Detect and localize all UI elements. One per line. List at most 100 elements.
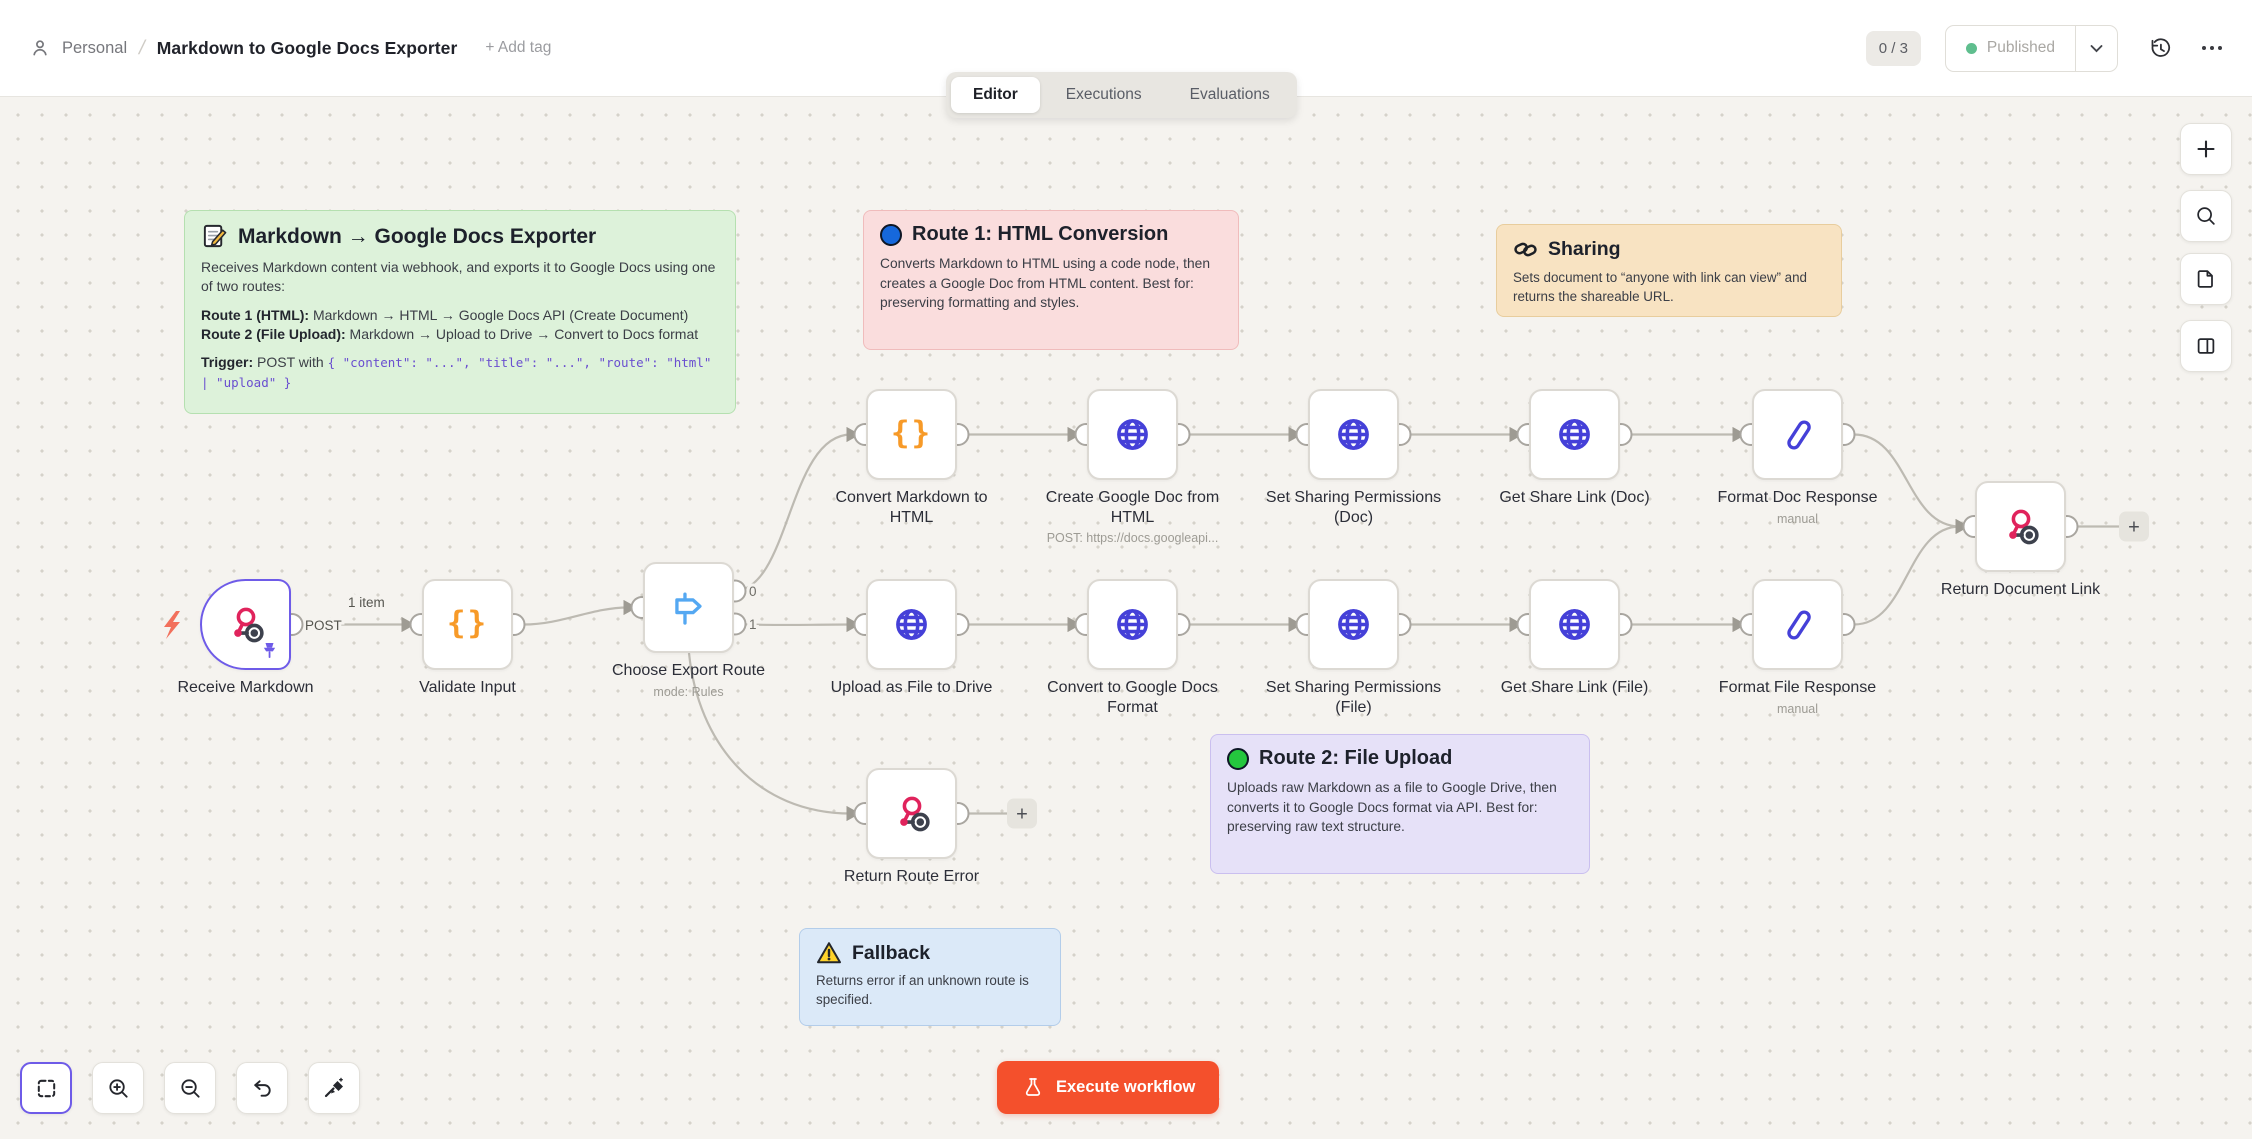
node-label-receive-markdown: Receive Markdown [177, 679, 314, 696]
node-convert-markdown-to-html[interactable]: {} [866, 389, 957, 480]
sticky-note-overview[interactable]: Markdown → Google Docs Exporter Receives… [184, 210, 736, 414]
node-create-google-doc-from-html[interactable] [1087, 389, 1178, 480]
add-node-stub[interactable]: + [2119, 511, 2149, 542]
node-get-share-link-doc[interactable] [1529, 389, 1620, 480]
link-icon [1514, 242, 1537, 257]
node-subtitle: POST: https://docs.googleapi... [1046, 531, 1219, 546]
tab-executions[interactable]: Executions [1065, 86, 1142, 103]
sticky-note-route1[interactable]: Route 1: HTML Conversion Converts Markdo… [863, 210, 1239, 350]
node-label-return-route-error: Return Route Error [843, 868, 980, 885]
node-label-set-sharing-permissions-doc: Set Sharing Permissions (Doc) [1265, 489, 1442, 526]
node-label-upload-as-file-to-drive: Upload as File to Drive [830, 679, 993, 696]
add-node-stub[interactable]: + [1007, 798, 1037, 829]
memo-icon [203, 224, 227, 248]
sticky-paragraph: Route 2 (File Upload): Markdown → Upload… [201, 325, 699, 342]
node-subtitle: manual [1777, 511, 1818, 526]
connection-switch-upload[interactable] [733, 616, 861, 633]
more-menu-button[interactable] [2202, 46, 2222, 50]
tab-evaluations[interactable]: Evaluations [1189, 86, 1270, 103]
node-choose-export-route[interactable] [643, 562, 734, 653]
sticky-note-sharing[interactable]: Sharing Sets document to “anyone with li… [1496, 224, 1842, 317]
pin-icon [263, 642, 276, 659]
items-count-label: 1 item [348, 595, 385, 610]
node-subtitle: manual [1777, 701, 1818, 716]
node-return-document-link[interactable] [1975, 481, 2066, 572]
breadcrumb-workspace[interactable]: Personal [62, 38, 128, 57]
switch-output1-label: 1 [749, 617, 757, 632]
node-validate-input[interactable]: {} [422, 579, 513, 670]
connection-formatdoc-returnlink[interactable] [1853, 433, 1970, 535]
node-set-sharing-permissions-file[interactable] [1308, 579, 1399, 670]
node-convert-to-google-docs-format[interactable] [1087, 579, 1178, 670]
webhook-method-label: POST [305, 618, 342, 633]
published-status-dot [1965, 42, 1977, 54]
execute-workflow-button[interactable]: Execute workflow [997, 1061, 1220, 1114]
workflow-history-button[interactable] [2142, 30, 2178, 66]
node-receive-markdown[interactable] [200, 579, 291, 670]
zoom-to-fit-button[interactable] [20, 1062, 72, 1114]
node-label-get-share-link-doc: Get Share Link (Doc) [1499, 489, 1650, 506]
zoom-in-button[interactable] [92, 1062, 144, 1114]
node-label-set-sharing-permissions-file: Set Sharing Permissions (File) [1265, 679, 1442, 716]
node-return-route-error[interactable] [866, 768, 957, 859]
publish-split-button[interactable]: Published [1944, 24, 2118, 72]
node-get-share-link-file[interactable] [1529, 579, 1620, 670]
add-node-button[interactable] [2180, 123, 2232, 175]
workflow-title[interactable]: Markdown to Google Docs Exporter [156, 37, 458, 58]
sticky-title: Fallback [852, 941, 931, 964]
search-button[interactable] [2180, 190, 2232, 242]
node-label-convert-markdown-to-html: Convert Markdown to HTML [835, 489, 988, 526]
sticky-paragraph: Trigger: POST with { "content": "...", "… [201, 354, 712, 390]
execute-workflow-label: Execute workflow [1056, 1078, 1196, 1096]
sticky-paragraph: Receives Markdown content via webhook, a… [201, 259, 716, 295]
view-tabs: Editor Executions Evaluations [946, 72, 1297, 118]
publish-dropdown-button[interactable] [2075, 25, 2117, 71]
sticky-note-button[interactable] [2180, 253, 2232, 305]
trigger-code-snippet: { "content": "...", "title": "...", "rou… [201, 355, 712, 390]
node-label-validate-input: Validate Input [419, 679, 516, 696]
node-label-get-share-link-file: Get Share Link (File) [1500, 679, 1649, 696]
sticky-title: Markdown → Google Docs Exporter [238, 224, 597, 248]
nodes-layer: Receive Markdown {} Validate Input Choose E… [0, 97, 2252, 1139]
undo-button[interactable] [236, 1062, 288, 1114]
node-set-sharing-permissions-doc[interactable] [1308, 389, 1399, 480]
svg-text:+: + [1016, 804, 1028, 826]
tidy-up-button[interactable] [308, 1062, 360, 1114]
sticky-note-route2[interactable]: Route 2: File Upload Uploads raw Markdow… [1210, 734, 1590, 874]
tab-editor[interactable]: Editor [951, 77, 1040, 113]
sticky-title: Sharing [1548, 238, 1621, 260]
add-tag-button[interactable]: + Add tag [485, 39, 552, 56]
node-format-file-response[interactable] [1752, 579, 1843, 670]
sticky-body: Returns error if an unknown route is spe… [816, 973, 1029, 1007]
connection-switch-convertmd[interactable] [733, 426, 861, 593]
sticky-body: Sets document to “anyone with link can v… [1513, 270, 1808, 304]
sticky-title: Route 2: File Upload [1259, 747, 1453, 769]
switch-output0-label: 0 [749, 584, 757, 599]
published-label: Published [1986, 39, 2055, 56]
trigger-lightning-icon [164, 611, 180, 639]
svg-text:+: + [2128, 517, 2140, 539]
workflow-canvas[interactable]: Markdown → Google Docs Exporter Receives… [0, 97, 2252, 1139]
node-label-convert-to-google-docs-format: Convert to Google Docs Format [1047, 679, 1218, 716]
connection-validate-switch[interactable] [523, 599, 638, 626]
blue-circle-icon [880, 223, 902, 246]
sticky-note-fallback[interactable]: Fallback Returns error if an unknown rou… [799, 928, 1061, 1026]
node-upload-as-file-to-drive[interactable] [866, 579, 957, 670]
green-circle-icon [1227, 747, 1249, 770]
node-label-return-document-link: Return Document Link [1940, 581, 2101, 598]
sticky-title: Route 1: HTML Conversion [912, 223, 1169, 245]
sticky-body: Uploads raw Markdown as a file to Google… [1227, 780, 1557, 835]
breadcrumb-separator: / [136, 36, 148, 59]
user-icon [30, 30, 50, 66]
flask-icon [1025, 1077, 1041, 1096]
connection-formatfile-returnlink[interactable] [1853, 518, 1970, 626]
node-format-doc-response[interactable] [1752, 389, 1843, 480]
panel-toggle-button[interactable] [2180, 320, 2232, 372]
connection-switch-routeerror[interactable] [687, 652, 861, 822]
zoom-out-button[interactable] [164, 1062, 216, 1114]
